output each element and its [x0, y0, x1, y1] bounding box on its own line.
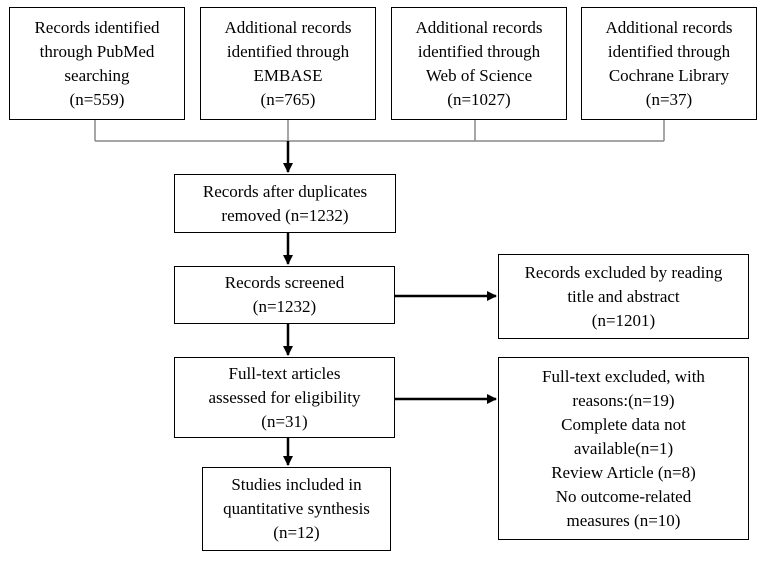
cochrane-line-1: Additional records: [605, 17, 733, 37]
full-text-line-2: assessed for eligibility: [208, 387, 361, 407]
wos-line-1: Additional records: [415, 17, 543, 37]
excluded-screening-box: Records excluded by reading title and ab…: [498, 254, 749, 339]
pubmed-line-1: Records identified: [34, 17, 160, 37]
excluded-full-text-box: Full-text excluded, with reasons:(n=19) …: [498, 357, 749, 540]
records-screened-box: Records screened (n=1232): [174, 266, 395, 324]
excluded-screening-line-2: title and abstract: [567, 286, 680, 306]
cochrane-line-3: Cochrane Library: [608, 65, 730, 85]
full-text-count: (n=31): [261, 411, 308, 431]
excluded-full-text-line-1: Full-text excluded, with: [542, 366, 705, 386]
screened-count: (n=1232): [252, 297, 317, 316]
embase-line-2: identified through: [226, 41, 350, 61]
cochrane-line-2: identified through: [607, 41, 731, 61]
excluded-full-text-line-7: measures (n=10): [566, 510, 681, 530]
full-text-line-1: Full-text articles: [228, 363, 341, 383]
after-duplicates-box: Records after duplicates removed (n=1232…: [174, 174, 396, 233]
excluded-screening-count: (n=1201): [591, 310, 656, 330]
excluded-full-text-line-2: reasons:(n=19): [572, 390, 675, 410]
after-duplicates-line-1: Records after duplicates: [202, 181, 368, 201]
wos-count: (n=1027): [447, 89, 511, 109]
embase-count: (n=765): [260, 89, 316, 109]
excluded-full-text-line-3: Complete data not: [561, 414, 686, 434]
pubmed-line-3: searching: [64, 65, 130, 85]
included-count: (n=12): [273, 523, 320, 542]
cochrane-count: (n=37): [645, 89, 693, 109]
studies-included-box: Studies included in quantitative synthes…: [202, 467, 391, 551]
screened-line-1: Records screened: [224, 273, 345, 292]
excluded-full-text-line-6: No outcome-related: [555, 486, 692, 506]
wos-line-3: Web of Science: [425, 65, 533, 85]
embase-records-box: Additional records identified through EM…: [200, 7, 376, 120]
embase-line-3: EMBASE: [253, 65, 323, 85]
embase-line-1: Additional records: [224, 17, 352, 37]
pubmed-count: (n=559): [69, 89, 125, 109]
wos-records-box: Additional records identified through We…: [391, 7, 567, 120]
excluded-screening-line-1: Records excluded by reading: [524, 262, 723, 282]
after-duplicates-line-2: removed (n=1232): [221, 205, 349, 225]
included-line-1: Studies included in: [231, 475, 362, 494]
excluded-full-text-line-5: Review Article (n=8): [551, 462, 696, 482]
full-text-assessed-box: Full-text articles assessed for eligibil…: [174, 357, 395, 438]
source-merge-lines: [94, 120, 665, 142]
included-line-2: quantitative synthesis: [223, 499, 370, 518]
pubmed-records-box: Records identified through PubMed search…: [9, 7, 185, 120]
cochrane-records-box: Additional records identified through Co…: [581, 7, 757, 120]
wos-line-2: identified through: [417, 41, 541, 61]
pubmed-line-2: through PubMed: [39, 41, 155, 61]
excluded-full-text-line-4: available(n=1): [573, 438, 674, 458]
